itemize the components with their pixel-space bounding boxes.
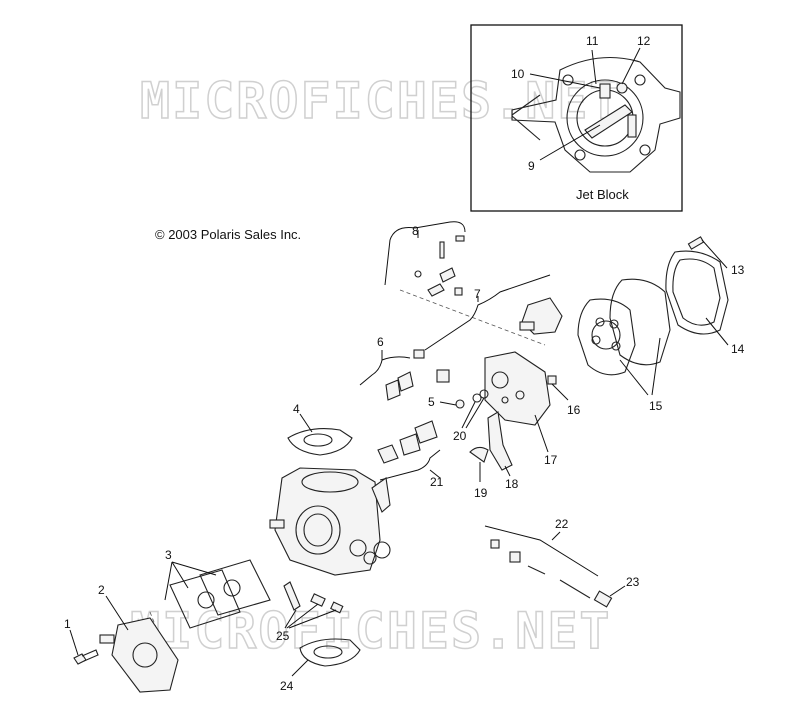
- part-16: 16: [547, 375, 581, 417]
- callout-17: 17: [544, 453, 558, 467]
- part-25-jets: 25: [276, 581, 344, 643]
- parts-13-14-15: 13 14 15: [577, 236, 745, 413]
- callout-18: 18: [505, 477, 519, 491]
- callout-22: 22: [555, 517, 569, 531]
- callout-24: 24: [280, 679, 294, 693]
- callout-3: 3: [165, 548, 172, 562]
- part-17-cover: 17: [436, 351, 558, 467]
- callout-13: 13: [731, 263, 745, 277]
- part-7-group: 7: [424, 274, 563, 351]
- part-2-pump-base: 2: [98, 583, 179, 693]
- part-4-gasket: 4: [287, 402, 353, 456]
- callout-16: 16: [567, 403, 581, 417]
- part-3-gaskets: 3: [149, 548, 271, 651]
- callout-12: 12: [637, 34, 651, 48]
- part-24-gasket: 24: [280, 638, 361, 693]
- part-1-screw: 1: [64, 617, 99, 665]
- callout-6: 6: [377, 335, 384, 349]
- callout-2: 2: [98, 583, 105, 597]
- callout-25: 25: [276, 629, 290, 643]
- callout-23: 23: [626, 575, 640, 589]
- callout-4: 4: [293, 402, 300, 416]
- callout-14: 14: [731, 342, 745, 356]
- carburetor-body: [269, 467, 391, 576]
- part-23: 23: [593, 575, 640, 608]
- callout-15: 15: [649, 399, 663, 413]
- callout-20: 20: [453, 429, 467, 443]
- part-22-group: 22: [484, 517, 599, 599]
- callout-10: 10: [511, 67, 525, 81]
- watermark-bottom: MICROFICHES.NET: [130, 602, 612, 660]
- callout-9: 9: [528, 159, 535, 173]
- inset-caption: Jet Block: [576, 187, 629, 202]
- callout-5: 5: [428, 395, 435, 409]
- callout-7: 7: [474, 287, 481, 301]
- callout-21: 21: [430, 475, 444, 489]
- callout-19: 19: [474, 486, 488, 500]
- copyright-notice: © 2003 Polaris Sales Inc.: [155, 227, 302, 242]
- jet-block-inset: 11 12 10 9: [470, 24, 683, 212]
- part-21-group: 21: [377, 420, 444, 489]
- part-5-20: 5 20: [428, 389, 489, 443]
- part-6-group: 6: [359, 335, 425, 401]
- callout-11: 11: [586, 34, 599, 48]
- callout-1: 1: [64, 617, 71, 631]
- parts-18-19: 18 19: [469, 411, 519, 500]
- callout-8: 8: [412, 224, 419, 238]
